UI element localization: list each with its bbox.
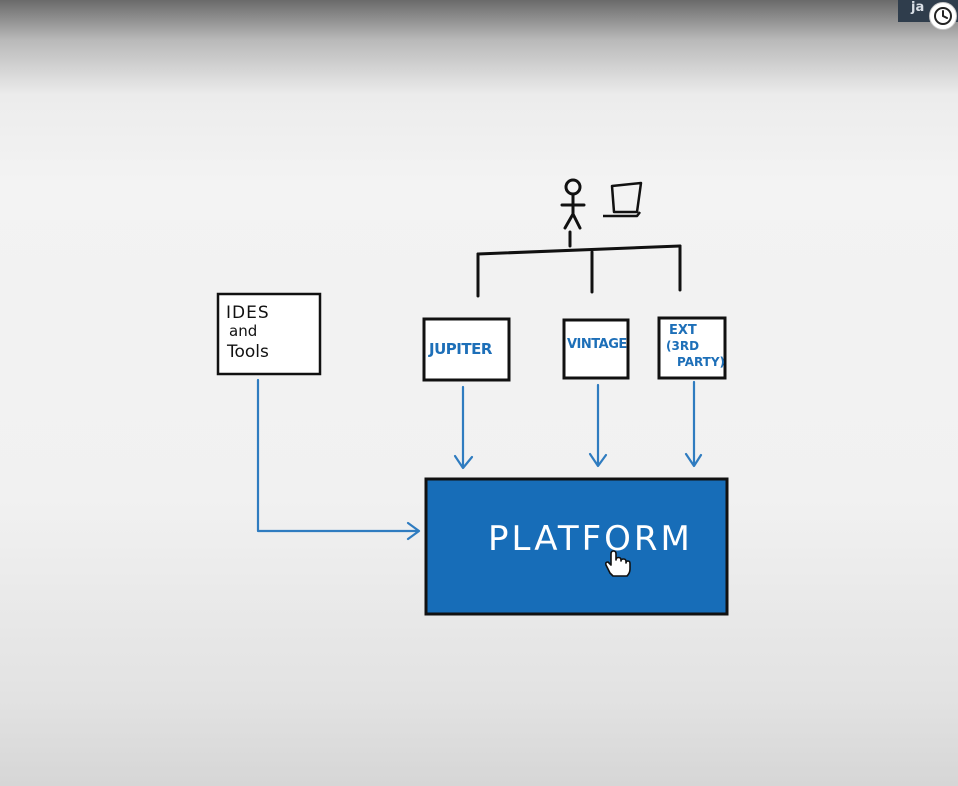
jupiter-label: JUPITER [428, 340, 493, 358]
user-connector-lines [476, 230, 682, 298]
ext-label-2: (3RD [666, 339, 699, 353]
ides-tools-box [216, 292, 322, 376]
jupiter-box[interactable] [422, 317, 511, 382]
vintage-box[interactable] [562, 318, 630, 380]
ext-label-3: PARTY) [677, 355, 725, 369]
ext-box[interactable] [657, 316, 727, 380]
ext-label-1: EXT [669, 323, 697, 338]
ides-label-1: IDES [226, 303, 270, 323]
blue-arrows [256, 378, 703, 541]
laptop-icon [603, 181, 643, 218]
platform-box[interactable] [424, 477, 729, 616]
ides-label-2: and [229, 322, 257, 340]
ides-label-3: Tools [226, 342, 269, 362]
clock-icon [934, 7, 952, 25]
stick-figure-icon [560, 178, 586, 230]
vintage-label: VINTAGE [567, 337, 627, 352]
watch-later-button[interactable] [929, 2, 957, 30]
hand-cursor-icon [604, 550, 631, 577]
platform-label: PLATFORM [488, 519, 693, 559]
